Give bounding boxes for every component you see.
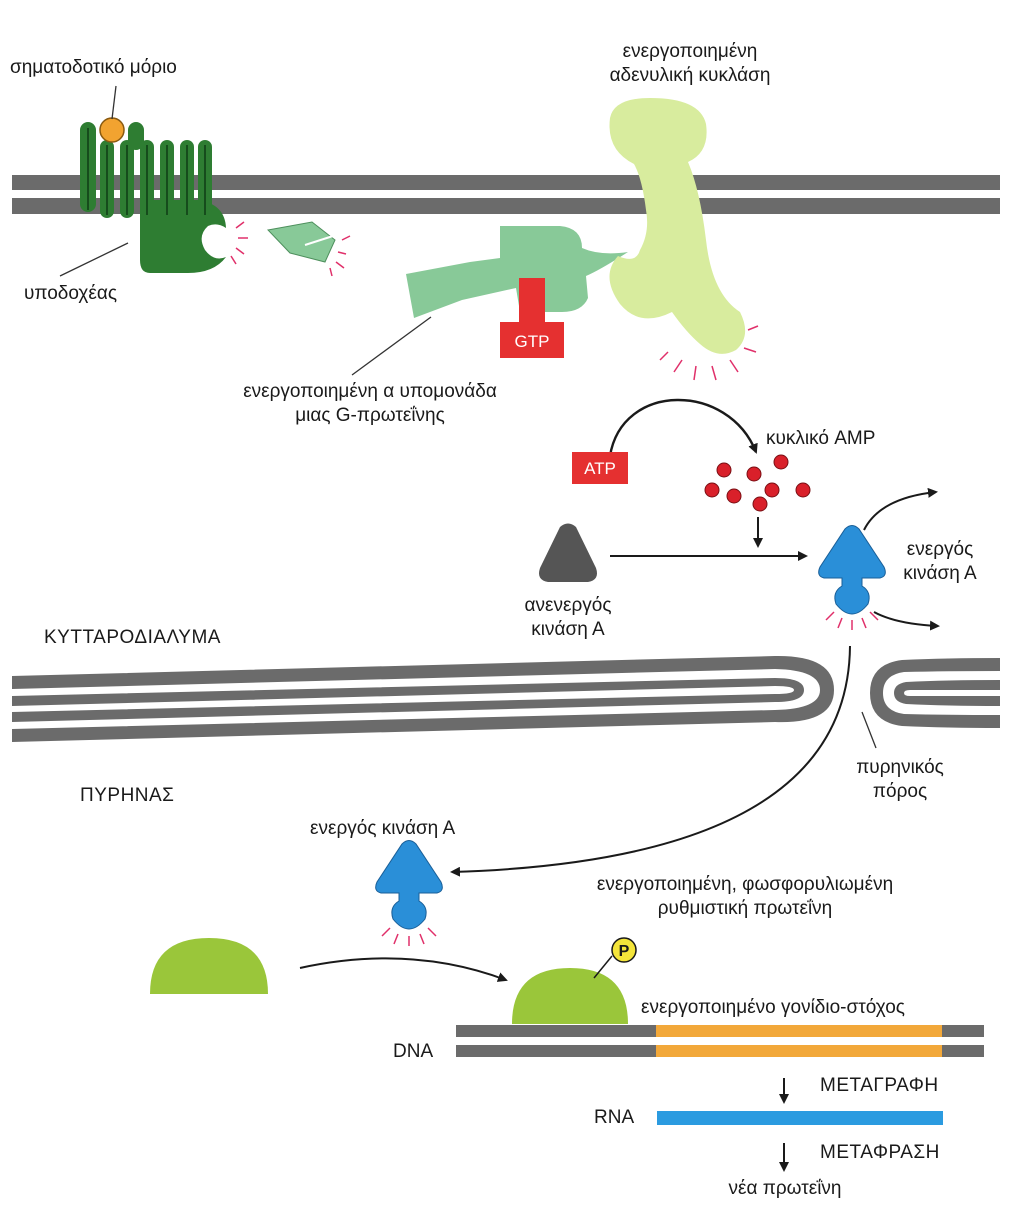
kinase-glow [825,611,879,630]
gtp-badge: GTP [500,278,564,358]
g-protein-fragment [266,221,336,263]
adenylyl-cyclase [609,98,746,354]
dna-strand [456,1025,984,1057]
kinase-output-arrow-bottom [873,611,940,631]
gtp-badge-text: GTP [515,332,550,351]
label-inactive-kinase-1: ανενεργός [524,595,612,616]
phosphate-link [593,955,613,979]
label-receptor: υποδοχέας [24,283,118,304]
label-rna: RNA [594,1107,635,1128]
label-nuclear-pore-2: πόρος [872,781,928,802]
phosphate-group: P [611,937,637,963]
g-alpha-subunit [406,226,628,318]
label-dna: DNA [393,1041,434,1062]
label-regulatory-protein-2: ρυθμιστική πρωτεΐνη [657,898,833,919]
label-cyclic-amp: κυκλικό AMP [766,428,876,449]
label-nuclear-pore-1: πυρηνικός [856,757,944,778]
regulatory-protein-inactive [150,938,268,994]
label-active-kinase-2: κινάση Α [903,563,977,584]
kinase-nucleus-glow [381,927,437,946]
active-kinase-cytosol [818,525,886,615]
label-target-gene: ενεργοποιημένο γονίδιο-στόχος [641,997,905,1018]
phosphorylation-arrow [299,957,508,982]
active-kinase-nucleus [375,840,443,930]
label-g-alpha-1: ενεργοποιημένη α υπομονάδα [243,381,497,402]
signal-molecule-leader [111,85,117,120]
g-alpha-leader [351,316,432,376]
camp-molecules [704,454,811,512]
label-signal-molecule: σηματοδοτικό μόριο [10,57,177,78]
label-regulatory-protein-1: ενεργοποιημένη, φωσφορυλιωμένη [596,874,894,895]
kinase-output-arrow-top [863,487,938,531]
kinase-import-arrow [450,645,851,877]
atp-badge: ATP [572,452,628,484]
signal-molecule [99,117,125,143]
atp-to-camp-arrow [608,398,758,457]
regulatory-protein-active [512,968,628,1024]
label-active-kinase-1: ενεργός [906,539,974,560]
label-adenylyl-cyclase-1: ενεργοποιημένη [622,41,758,62]
rna-strand [657,1111,943,1125]
receptor-glow [230,221,248,265]
receptor-leader [59,242,129,277]
cyclase-glow [659,325,759,381]
g-fragment-glow [329,235,351,277]
label-transcription: ΜΕΤΑΓΡΑΦΗ [820,1075,939,1096]
label-g-alpha-2: μιας G-πρωτεΐνης [295,405,445,426]
inactive-kinase [539,523,597,582]
label-new-protein: νέα πρωτεΐνη [728,1178,842,1199]
label-active-kinase-nucleus: ενεργός κινάση Α [310,818,456,839]
label-inactive-kinase-2: κινάση Α [531,619,605,640]
phosphate-text: P [619,943,630,960]
label-adenylyl-cyclase-2: αδενυλική κυκλάση [609,65,771,86]
label-cytosol: ΚΥΤΤΑΡΟΔΙΑΛΥΜΑ [44,627,221,648]
label-nucleus: ΠΥΡΗΝΑΣ [80,785,175,806]
receptor-protein [80,122,226,273]
nuclear-pore-leader [861,711,877,749]
nuclear-envelope [12,655,1000,742]
atp-badge-text: ATP [584,459,616,478]
label-translation: ΜΕΤΑΦΡΑΣΗ [820,1142,940,1163]
